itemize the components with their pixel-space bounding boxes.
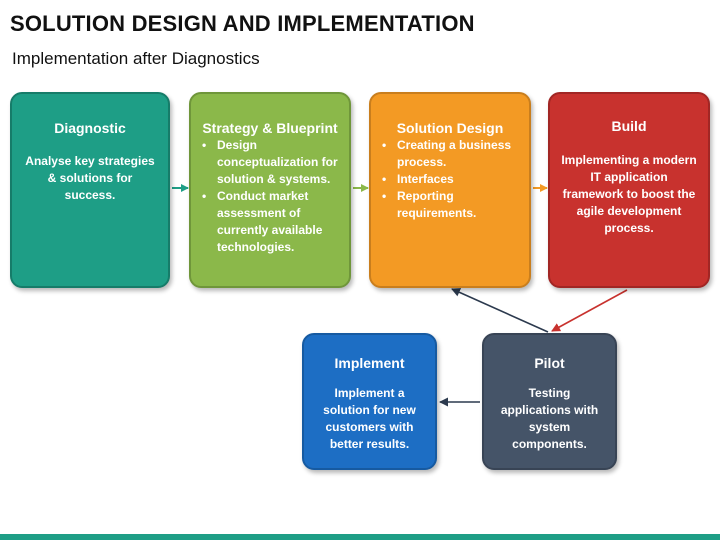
step-solution-design-bullet: Creating a business process. [382,137,519,171]
step-implement-title: Implement [334,355,405,371]
arrow-pilot-to-solution [451,288,549,333]
step-diagnostic-body: Analyse key strategies & solutions for s… [25,154,155,202]
step-strategy-title: Strategy & Blueprint [202,120,338,136]
step-solution-design-list: Creating a business process. Interfaces … [381,137,519,222]
step-strategy-bullet: Design conceptualization for solution & … [202,137,339,188]
step-build-title: Build [611,118,647,134]
step-pilot: Pilot Testing applications with system c… [482,333,617,470]
step-implement: Implement Implement a solution for new c… [302,333,437,470]
step-solution-design-bullet: Reporting requirements. [382,188,519,222]
step-implement-body: Implement a solution for new customers w… [323,386,416,451]
step-pilot-body: Testing applications with system compone… [500,386,599,451]
footer-accent-bar [0,534,720,540]
step-build-body: Implementing a modern IT application fra… [561,153,697,235]
page-title: SOLUTION DESIGN AND IMPLEMENTATION [10,11,475,36]
step-strategy: Strategy & Blueprint Design conceptualiz… [189,92,351,288]
step-build: Build Implementing a modern IT applicati… [548,92,710,288]
step-pilot-title: Pilot [534,355,565,371]
step-solution-design: Solution Design Creating a business proc… [369,92,531,288]
page-subtitle: Implementation after Diagnostics [12,49,260,68]
step-diagnostic: Diagnostic Analyse key strategies & solu… [10,92,170,288]
step-solution-design-bullet: Interfaces [382,171,519,188]
step-diagnostic-title: Diagnostic [54,120,126,136]
step-solution-design-title: Solution Design [396,120,504,136]
step-strategy-bullet: Conduct market assessment of currently a… [202,188,339,256]
arrow-build-to-pilot [551,289,628,332]
step-strategy-list: Design conceptualization for solution & … [201,137,339,256]
